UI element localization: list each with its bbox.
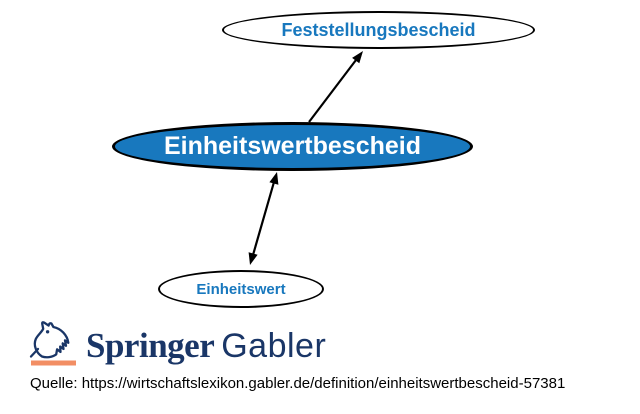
arrowhead-up-icon [352,51,363,64]
edge-einheitswertbescheid-to-feststellungsbescheid [308,51,363,123]
source-attribution: Quelle: https://wirtschaftslexikon.gable… [30,375,566,392]
springer-horse-icon [29,321,76,366]
logo-brand-secondary: Gabler [221,327,327,365]
node-einheitswert[interactable]: Einheitswert [158,270,324,308]
logo-wordmark: Springer Gabler [86,326,326,366]
logo-brand-primary: Springer [86,326,215,365]
arrowhead-up-icon [269,172,279,185]
springer-gabler-logo: Springer Gabler [28,316,326,366]
node-label: Feststellungsbescheid [281,19,476,40]
node-einheitswertbescheid[interactable]: Einheitswertbescheid [112,122,473,171]
node-label: Einheitswertbescheid [163,132,422,160]
logo-orange-bar [31,360,76,366]
arrowhead-down-icon [248,252,258,265]
edge-einheitswertbescheid-to-einheitswert [248,172,279,265]
node-feststellungsbescheid[interactable]: Feststellungsbescheid [222,11,535,49]
node-label: Einheitswert [196,280,286,298]
